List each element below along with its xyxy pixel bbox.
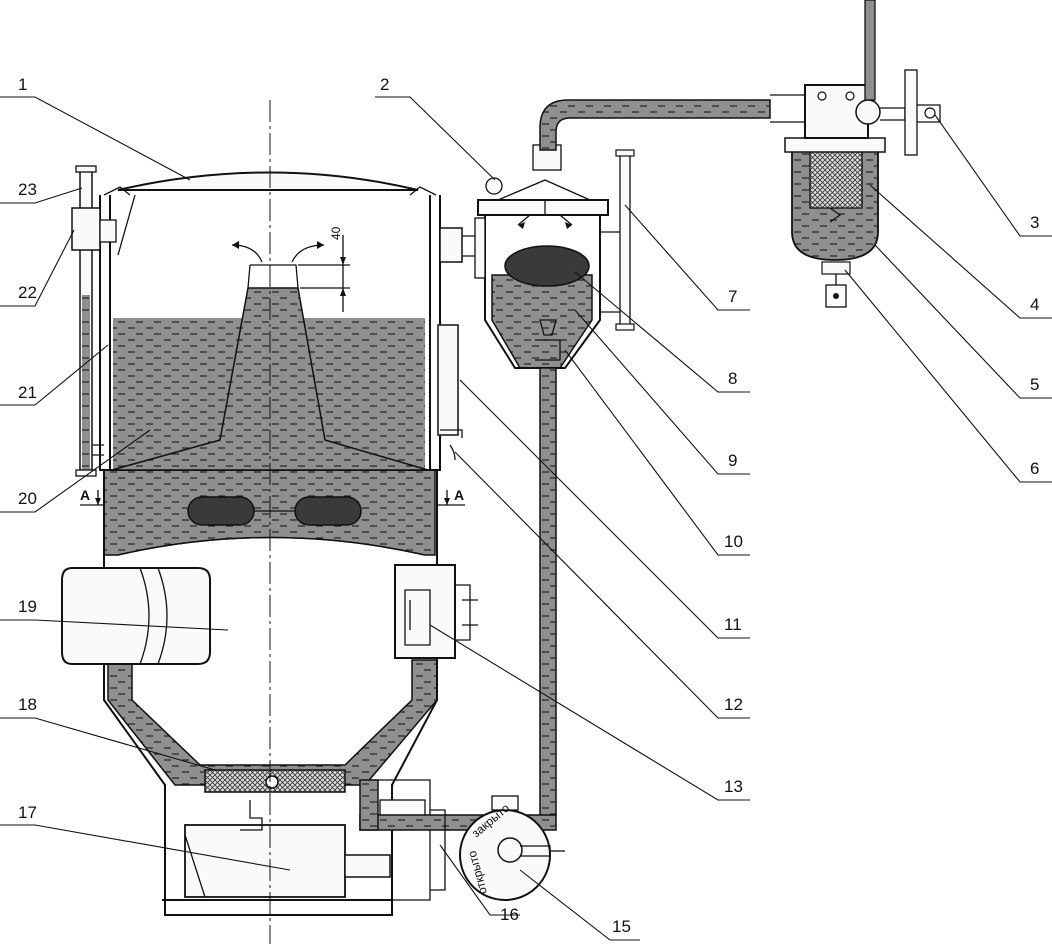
callout-22: 22 (18, 283, 37, 302)
callout-4: 4 (1030, 295, 1039, 314)
port-right (294, 496, 362, 526)
callout-11: 11 (724, 615, 742, 634)
callout-23: 23 (18, 180, 37, 199)
callout-20: 20 (18, 489, 37, 508)
ash-pan (184, 824, 346, 898)
filter (770, 0, 941, 308)
section-marks: A A (80, 487, 465, 506)
supply-pipe (539, 99, 771, 151)
callout-numbers: 1 2 3 4 5 6 7 8 9 10 11 12 13 14 15 16 1… (18, 75, 1039, 936)
callout-3: 3 (1030, 213, 1039, 232)
callout-21: 21 (18, 383, 37, 402)
side-port (394, 564, 456, 659)
callout-1: 1 (18, 75, 27, 94)
section-mark-left: A (80, 487, 90, 503)
level-gauge (71, 165, 117, 477)
callout-17: 17 (18, 803, 37, 822)
burner-feed (359, 779, 379, 831)
lid (117, 171, 419, 191)
callout-9: 9 (728, 451, 737, 470)
callout-12: 12 (724, 695, 743, 714)
loading-door (61, 567, 211, 665)
callout-16: 16 (500, 905, 519, 924)
section-mark-right: A (454, 487, 464, 503)
callout-5: 5 (1030, 375, 1039, 394)
drip-tank (474, 144, 635, 369)
feed-pipe (539, 367, 557, 817)
callout-2: 2 (380, 75, 389, 94)
overflow-tube (437, 227, 479, 461)
callout-13: 13 (724, 777, 743, 796)
lower-jacket (107, 659, 438, 786)
callout-7: 7 (728, 287, 737, 306)
dimension-label: 40 (329, 226, 343, 240)
float (504, 245, 590, 287)
main-vessel: 40 (61, 100, 478, 944)
callout-19: 19 (18, 597, 37, 616)
callout-18: 18 (18, 695, 37, 714)
shutoff-valve[interactable]: закрыто открыто (459, 795, 565, 901)
callout-leaders (0, 96, 1052, 941)
callout-10: 10 (724, 532, 743, 551)
callout-8: 8 (728, 369, 737, 388)
port-left (187, 496, 255, 526)
callout-15: 15 (612, 917, 631, 936)
callout-6: 6 (1030, 459, 1039, 478)
